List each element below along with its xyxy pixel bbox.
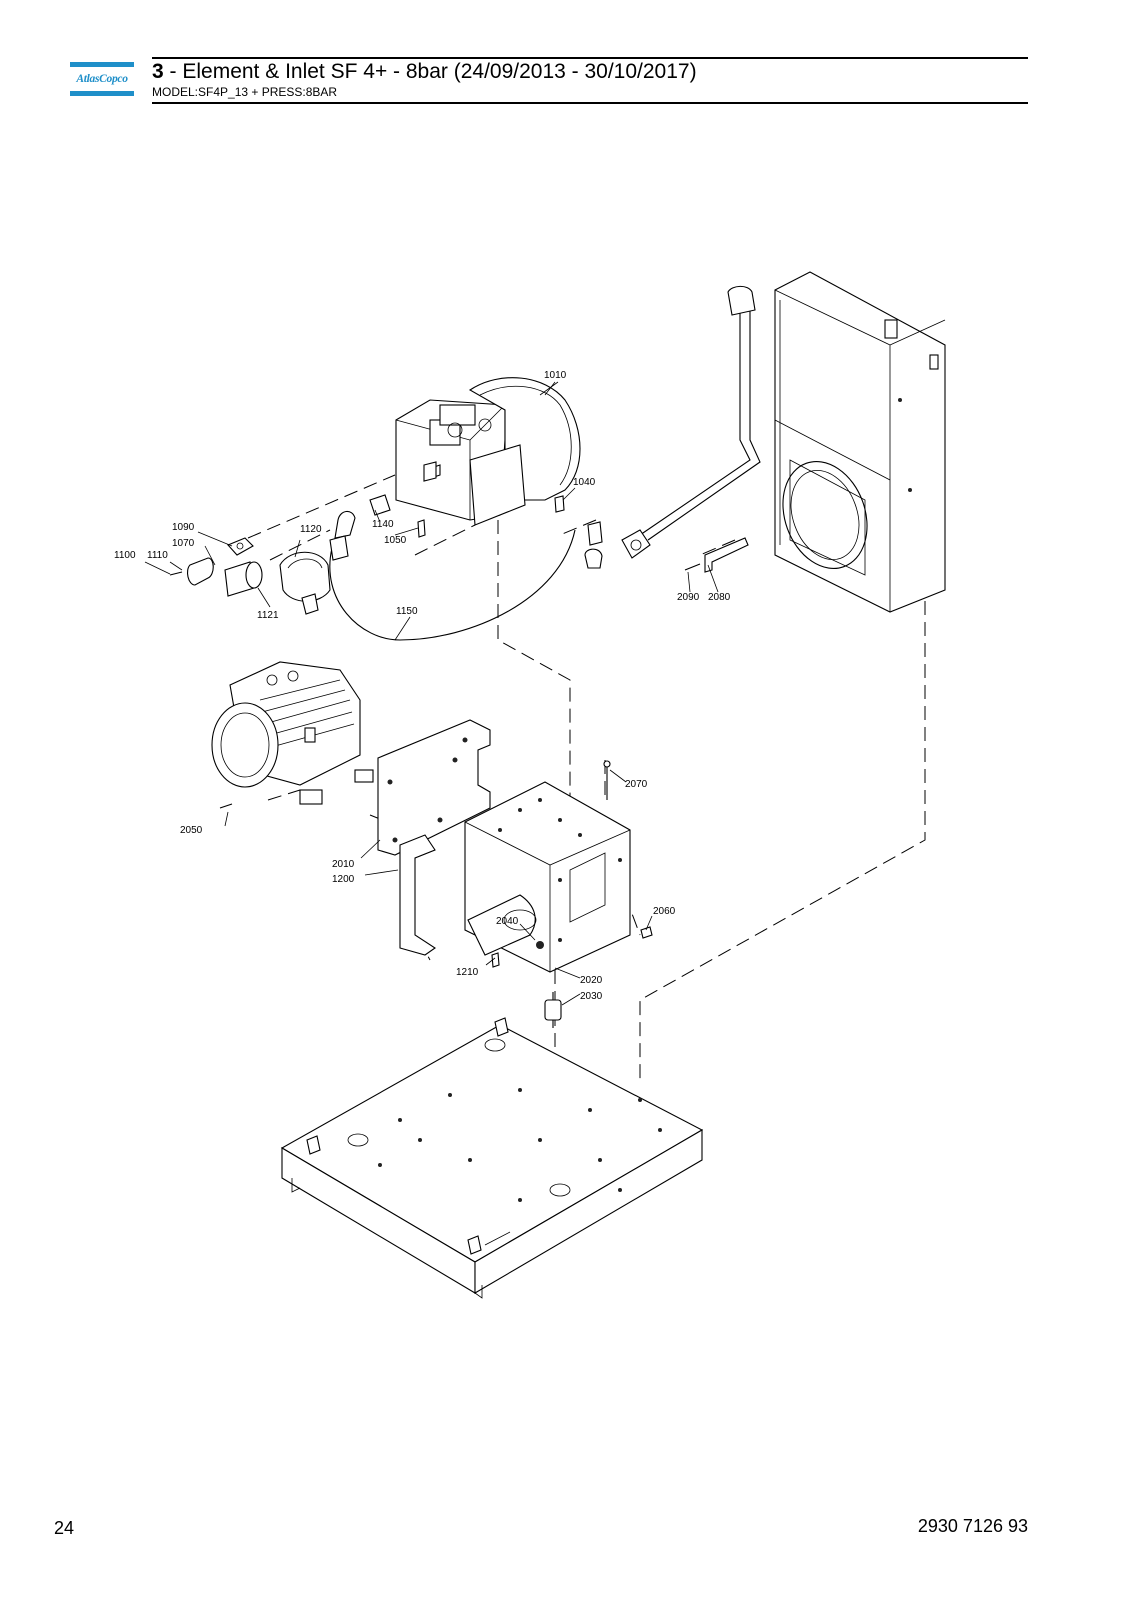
compressor-element-part xyxy=(395,377,581,526)
callout-2010: 2010 xyxy=(332,859,355,870)
page-number: 24 xyxy=(54,1518,75,1538)
electric-motor-part xyxy=(211,661,374,809)
cooler-housing-part xyxy=(774,271,946,613)
callout-2080: 2080 xyxy=(708,592,731,603)
page-title: 3 - Element & Inlet SF 4+ - 8bar (24/09/… xyxy=(152,59,697,85)
hose-part xyxy=(329,461,576,641)
callout-1050: 1050 xyxy=(384,535,407,546)
section-number: 3 xyxy=(152,60,164,83)
side-bracket-part xyxy=(399,834,436,956)
callout-2030: 2030 xyxy=(580,991,603,1002)
callout-1140: 1140 xyxy=(372,519,394,530)
callout-1100: 1100 xyxy=(114,550,136,561)
callout-1090: 1090 xyxy=(172,522,195,533)
logo-bottom-bar xyxy=(70,91,134,96)
callout-1040: 1040 xyxy=(573,477,596,488)
callout-2040: 2040 xyxy=(496,916,519,927)
title-text: - Element & Inlet SF 4+ - 8bar (24/09/20… xyxy=(163,60,697,83)
header-bottom-rule xyxy=(152,102,1028,104)
support-frame-part xyxy=(464,781,631,973)
document-number: 2930 7126 93 xyxy=(917,1516,1028,1536)
callout-2020: 2020 xyxy=(580,975,603,986)
callout-2070: 2070 xyxy=(625,779,648,790)
callout-leaders xyxy=(144,381,719,1006)
atlas-copco-logo: AtlasCopco xyxy=(70,62,134,96)
callout-1120: 1120 xyxy=(300,524,322,535)
callout-1010: 1010 xyxy=(544,370,567,381)
callout-1110: 1110 xyxy=(147,550,168,561)
base-frame-part xyxy=(280,1017,704,1299)
logo-text: AtlasCopco xyxy=(76,73,128,85)
inlet-filter-parts xyxy=(169,537,331,615)
callout-2090: 2090 xyxy=(677,592,700,603)
callout-1070: 1070 xyxy=(172,538,195,549)
logo-top-bar xyxy=(70,62,134,67)
callout-1200: 1200 xyxy=(332,874,355,885)
callout-1210: 1210 xyxy=(456,967,479,978)
callout-2050: 2050 xyxy=(180,825,203,836)
model-subtitle: MODEL:SF4P_13 + PRESS:8BAR xyxy=(152,85,338,99)
callout-1121: 1121 xyxy=(257,610,279,621)
callout-2060: 2060 xyxy=(653,906,676,917)
pipe-assembly-part xyxy=(584,285,761,569)
motor-plate-part xyxy=(377,719,491,856)
vibration-mount-part xyxy=(544,992,562,1028)
header-top-rule xyxy=(152,57,1028,59)
callout-1150: 1150 xyxy=(396,606,418,617)
callout-labels: 1010 1040 1050 1070 1090 1100 1110 1120 … xyxy=(114,370,731,1002)
bracket-part xyxy=(684,537,749,573)
